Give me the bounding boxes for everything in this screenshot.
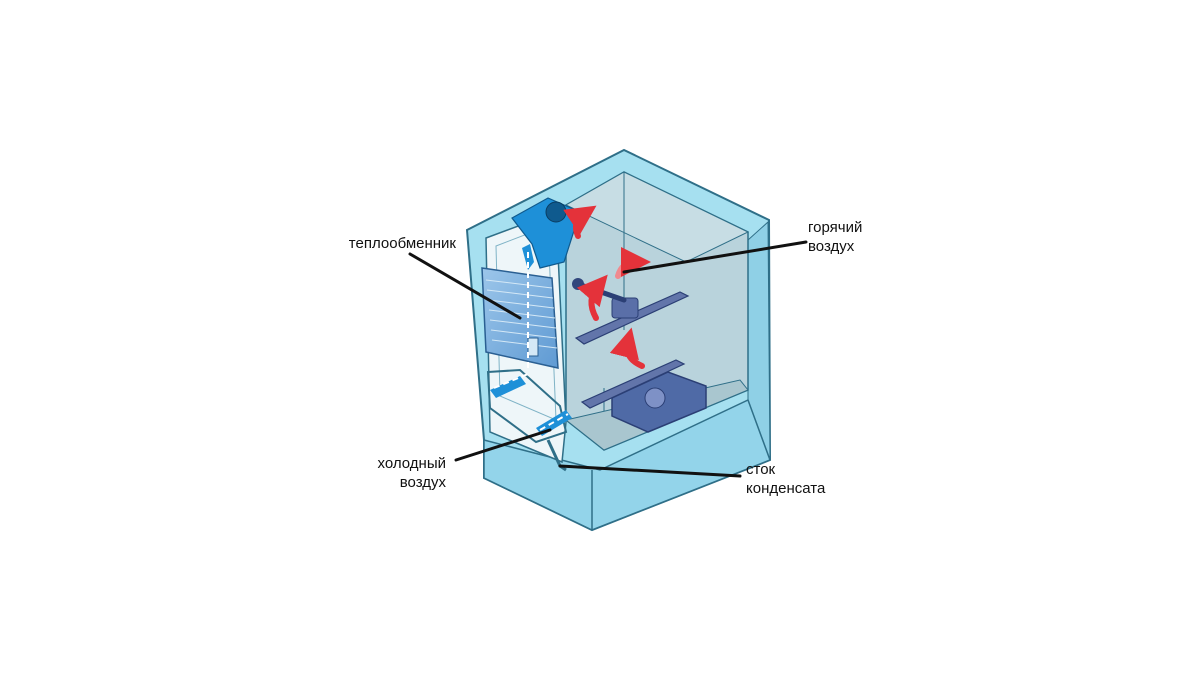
label-cold-air-line1: холодный xyxy=(377,455,446,472)
label-hot-air-line1: горячий xyxy=(808,219,863,236)
leader-hot-air xyxy=(622,240,808,274)
label-condensate-line1: сток xyxy=(746,461,776,478)
label-cold-air-line2: воздух xyxy=(399,474,446,491)
cold-air-arrow-low xyxy=(490,376,526,398)
label-hot-air: горячий воздух xyxy=(808,218,928,256)
label-hot-air-line2: воздух xyxy=(808,238,855,255)
label-cold-air: холодный воздух xyxy=(330,454,446,492)
label-condensate-drain: сток конденсата xyxy=(746,460,876,498)
hot-air-arrow-top xyxy=(563,205,597,239)
label-condensate-line2: конденсата xyxy=(746,480,826,497)
leader-heat-exchanger xyxy=(408,252,522,320)
leader-condensate xyxy=(558,464,742,478)
hot-air-arrow-low xyxy=(609,327,645,369)
hot-air-arrow-upper xyxy=(615,247,651,279)
label-heat-exchanger: теплообменник xyxy=(300,234,456,253)
airflow-dash-lines xyxy=(493,252,569,431)
bottom-duct xyxy=(486,368,568,444)
lower-spray-arm xyxy=(580,359,686,409)
hot-air-flow xyxy=(563,205,651,369)
heat-exchanger-fins xyxy=(485,279,558,349)
hot-air-arrow-mid xyxy=(576,274,608,321)
tub-top xyxy=(564,171,750,263)
label-heat-exchanger-text: теплообменник xyxy=(348,235,456,252)
upper-arm-nozzle xyxy=(572,278,584,290)
cabinet-base xyxy=(483,398,771,531)
filter-cup xyxy=(644,387,666,409)
leader-cold-air xyxy=(454,428,552,462)
fan xyxy=(545,201,567,223)
leader-lines xyxy=(408,240,808,478)
heat-exchanger-port xyxy=(527,337,539,357)
